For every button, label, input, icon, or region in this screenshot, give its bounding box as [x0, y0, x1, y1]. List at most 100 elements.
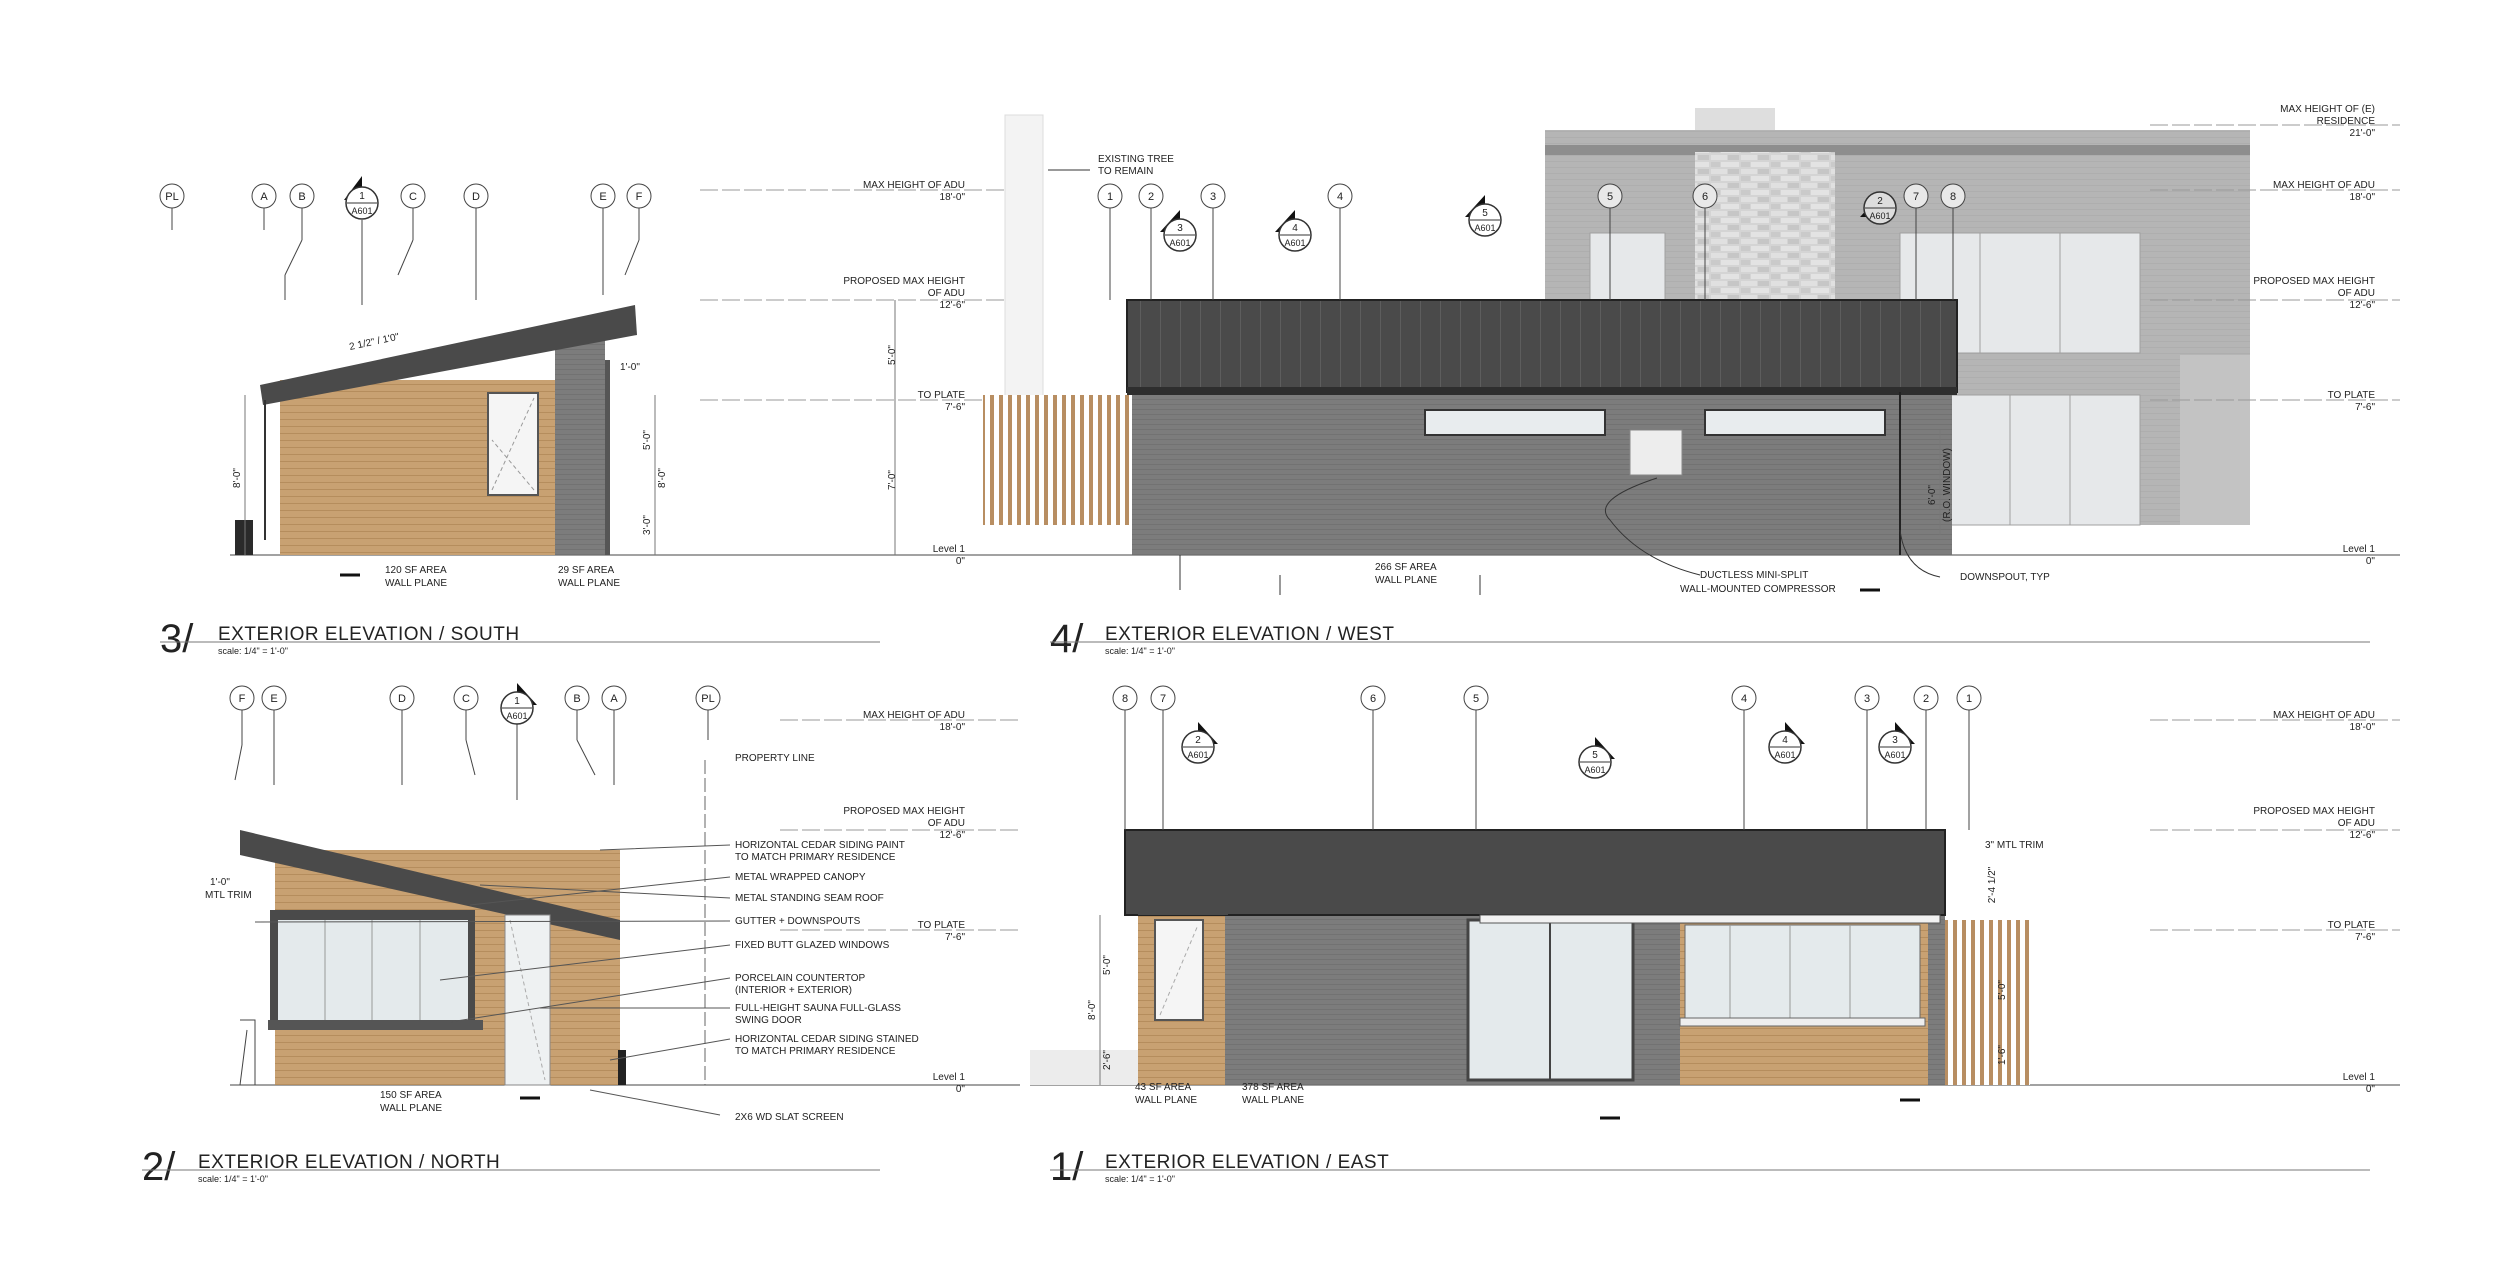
north-elevation: HORIZONTAL CEDAR SIDING PAINT TO MATCH P…	[142, 683, 1020, 1189]
canopy-trim	[1479, 914, 1941, 924]
section-sheet: A601	[1169, 238, 1190, 248]
lvl-max-adu-val: 18'-0"	[940, 192, 966, 203]
title-text: EXTERIOR ELEVATION / EAST	[1105, 1152, 1389, 1173]
grid-label: 5	[1473, 693, 1479, 705]
east-dim-b: 5'-0"	[1997, 980, 2008, 1000]
lvl-prop: PROPOSED MAX HEIGHT	[2253, 276, 2375, 287]
grid-bubble-icon	[1150, 685, 1176, 711]
section-marker-icon: 2 A601	[1860, 191, 1897, 225]
section-marker-icon: 3 A601	[1878, 722, 1915, 764]
grid-bubble-icon	[463, 183, 489, 209]
grid-label: 4	[1741, 693, 1747, 705]
grid-bubble-icon	[626, 183, 652, 209]
grid-bubble-icon	[1200, 183, 1226, 209]
grid-label: 3	[1210, 191, 1216, 203]
lvl-max-adu-val: 18'-0"	[2350, 722, 2376, 733]
grid-label: PL	[165, 191, 178, 203]
grid-bubble-icon	[289, 183, 315, 209]
grid-bubble-icon	[1956, 685, 1982, 711]
lvl-plate: TO PLATE	[2328, 390, 2376, 401]
lvl-prop-b: OF ADU	[928, 818, 965, 829]
lvl-level1-val: 0"	[956, 1084, 966, 1095]
note-siding-stain: HORIZONTAL CEDAR SIDING STAINED	[735, 1034, 919, 1045]
lvl-res-val: 21'-0"	[2350, 128, 2376, 139]
grid-bubble-icon	[1597, 183, 1623, 209]
lvl-prop-val: 12'-6"	[940, 830, 966, 841]
title-text: EXTERIOR ELEVATION / SOUTH	[218, 624, 520, 645]
west-area-b: WALL PLANE	[1375, 575, 1437, 586]
mini-split-note: DUCTLESS MINI-SPLIT	[1700, 570, 1808, 581]
grid-label: 1	[1107, 191, 1113, 203]
grid-bubble-icon	[695, 685, 721, 711]
east-area2: 378 SF AREA	[1242, 1082, 1304, 1093]
grid-label: 4	[1337, 191, 1343, 203]
roof-slope: 2 1/2" / 1'0"	[348, 332, 400, 353]
lvl-prop-val: 12'-6"	[940, 300, 966, 311]
bar-stool	[239, 1019, 256, 1086]
lvl-prop-b: OF ADU	[2338, 288, 2375, 299]
title-number: 1/	[1050, 1145, 1084, 1189]
title-scale: scale: 1/4" = 1'-0"	[1105, 646, 1175, 656]
west-area: 266 SF AREA	[1375, 562, 1437, 573]
window-swing-2	[491, 439, 535, 491]
lvl-max-adu-val: 18'-0"	[940, 722, 966, 733]
section-num: 3	[1892, 735, 1898, 746]
grid-label: PL	[701, 693, 714, 705]
east-dim-a: 2'-4 1/2"	[1987, 866, 1998, 903]
grid-bubble-icon	[1903, 183, 1929, 209]
grid-bubble-icon	[261, 685, 287, 711]
lvl-max-adu: MAX HEIGHT OF ADU	[863, 180, 965, 191]
note-siding-stain-b: TO MATCH PRIMARY RESIDENCE	[735, 1046, 896, 1057]
overhang-trim: MTL TRIM	[205, 890, 252, 901]
grid-label: D	[398, 693, 406, 705]
lvl-prop-val: 12'-6"	[2350, 830, 2376, 841]
south-elevation: 5'-0" 7'-0" 8'-0" 5'-0" 3'-0" 8'-0" 1'-0…	[159, 176, 1020, 661]
grid-label: 6	[1370, 693, 1376, 705]
window-dim: 6'-0"	[1927, 485, 1938, 505]
standing-seam-roof	[1126, 299, 1958, 393]
lvl-plate-val: 7'-6"	[945, 932, 965, 943]
east-elevation: 3" MTL TRIM 2'-4 1/2" 5'-0" 8'-0" 2'-6" …	[1030, 685, 2400, 1189]
grid-label: B	[573, 693, 580, 705]
lvl-prop-b: OF ADU	[2338, 818, 2375, 829]
grid-label: 3	[1864, 693, 1870, 705]
note-gutter: GUTTER + DOWNSPOUTS	[735, 916, 861, 927]
lvl-res-b: RESIDENCE	[2317, 116, 2376, 127]
lvl-max-adu-val: 18'-0"	[2350, 192, 2376, 203]
lvl-plate-val: 7'-6"	[945, 402, 965, 413]
grid-bubble-icon	[400, 183, 426, 209]
west-elevation: EXISTING TREE TO REMAIN 266 SF AREA WALL…	[975, 104, 2400, 661]
lvl-plate-val: 7'-6"	[2355, 932, 2375, 943]
dim-overhang: 1'-0"	[620, 362, 640, 373]
grid-bubble-icon	[1463, 685, 1489, 711]
gutter	[1127, 387, 1957, 395]
grid-bubble-icon	[564, 685, 590, 711]
north-roof	[240, 830, 620, 940]
title-text: EXTERIOR ELEVATION / WEST	[1105, 624, 1394, 645]
south-area1: 120 SF AREA	[385, 565, 447, 576]
note-door: FULL-HEIGHT SAUNA FULL-GLASS	[735, 1003, 901, 1014]
property-line-note: PROPERTY LINE	[735, 753, 815, 764]
grid-label: E	[270, 693, 277, 705]
north-area: 150 SF AREA	[380, 1090, 442, 1101]
note-countertop: PORCELAIN COUNTERTOP	[735, 973, 866, 984]
west-grid: 1 2 3 4 5 6 7 8	[1097, 183, 1966, 300]
grid-label: B	[298, 191, 305, 203]
section-marker-icon: 4 A601	[1768, 722, 1805, 764]
section-num: 1	[514, 696, 520, 707]
section-sheet: A601	[1884, 750, 1905, 760]
lvl-plate: TO PLATE	[918, 390, 966, 401]
grid-label: 5	[1607, 191, 1613, 203]
lvl-prop: PROPOSED MAX HEIGHT	[843, 276, 965, 287]
grid-label: E	[599, 191, 606, 203]
lvl-level1-val: 0"	[956, 556, 966, 567]
east-dim-c: 8'-0"	[1087, 1000, 1098, 1020]
dim-3: 3'-0"	[642, 515, 653, 535]
note-windows: FIXED BUTT GLAZED WINDOWS	[735, 940, 890, 951]
paving	[1030, 1050, 1140, 1085]
east-window	[1154, 919, 1204, 1021]
mini-split-note-b: WALL-MOUNTED COMPRESSOR	[1680, 584, 1836, 595]
overhang-dim: 1'-0"	[210, 877, 230, 888]
note-canopy: METAL WRAPPED CANOPY	[735, 872, 866, 883]
east-area1: 43 SF AREA	[1135, 1082, 1191, 1093]
